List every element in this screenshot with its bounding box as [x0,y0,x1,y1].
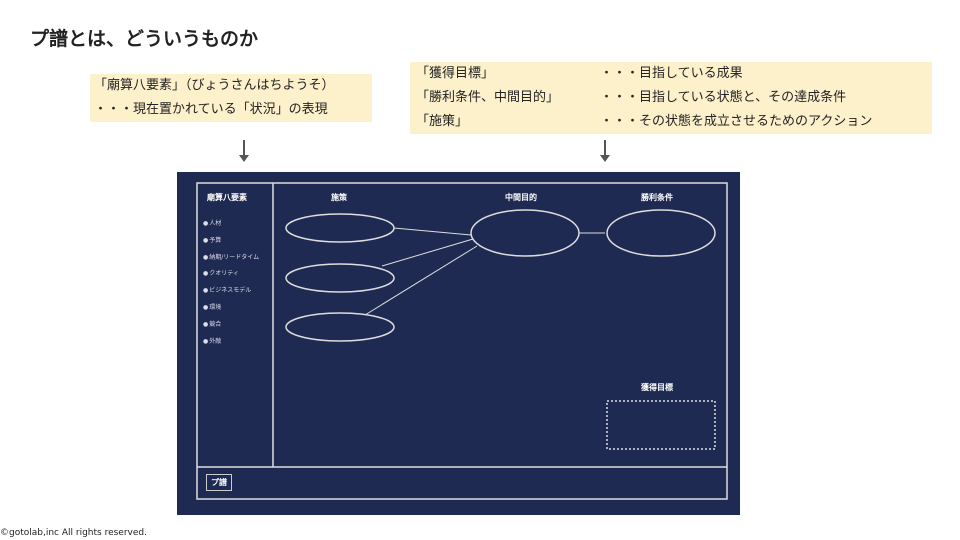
measure-ellipse [285,263,395,293]
note-row: 「獲得目標」 ・・・目指している成果 [410,62,932,86]
pufu-board: 廟算八要素 人材 予算 納期/リードタイム クオリティ ビジネスモデル 環境 競… [177,172,740,515]
down-arrow-icon [600,140,610,162]
pufu-logo: プ譜 [206,474,232,491]
intermediate-ellipse [470,209,580,257]
note-term: 「施策」 [416,114,469,129]
note-line: ・・・現在置かれている「状況」の表現 [94,102,328,117]
down-arrow-icon [239,140,249,162]
intermediate-heading: 中間目的 [505,193,537,202]
element-item: 外敵 [203,334,259,351]
measures-heading: 施策 [331,193,347,202]
measure-ellipse [285,312,395,342]
victory-ellipse [606,209,716,257]
left-note: 「廟算八要素」（びょうさんはちようそ） ・・・現在置かれている「状況」の表現 [90,74,372,122]
note-row: 「施策」 ・・・その状態を成立させるためのアクション [410,110,932,134]
board-lines [196,182,728,500]
note-row: 「勝利条件、中間目的」 ・・・目指している状態と、その達成条件 [410,86,932,110]
note-term: 「勝利条件、中間目的」 [416,90,560,105]
element-item: 環境 [203,300,259,317]
connector [364,245,478,316]
element-item: クオリティ [203,266,259,283]
sidebar-title: 廟算八要素 [207,193,247,202]
element-list: 人材 予算 納期/リードタイム クオリティ ビジネスモデル 環境 競合 外敵 [203,216,259,350]
note-desc: ・・・目指している成果 [600,66,743,81]
board-frame [196,182,728,500]
note-line: 「廟算八要素」（びょうさんはちようそ） [94,78,335,93]
goal-box [606,400,716,450]
element-item: 予算 [203,233,259,250]
copyright: ©gotolab,inc All rights reserved. [0,528,147,538]
connector [381,238,474,267]
element-item: ビジネスモデル [203,283,259,300]
element-item: 競合 [203,317,259,334]
connector [393,227,472,236]
goal-heading: 獲得目標 [641,383,673,392]
element-item: 納期/リードタイム [203,250,259,267]
right-note: 「獲得目標」 ・・・目指している成果 「勝利条件、中間目的」 ・・・目指している状態… [410,62,932,134]
element-item: 人材 [203,216,259,233]
page-title: プ譜とは、どういうものか [30,28,259,50]
measure-ellipse [285,213,395,243]
note-term: 「獲得目標」 [416,66,495,81]
victory-heading: 勝利条件 [641,193,673,202]
note-desc: ・・・目指している状態と、その達成条件 [600,90,847,105]
note-desc: ・・・その状態を成立させるためのアクション [600,114,873,129]
